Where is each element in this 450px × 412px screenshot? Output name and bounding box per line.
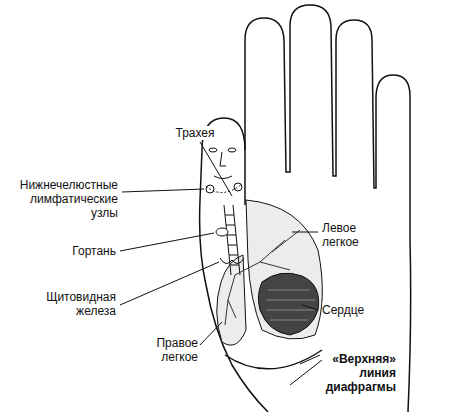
label-text: Трахея [175,126,214,140]
organ-label: Трахея [160,126,230,140]
organ-label: Щитовидная железа [14,290,116,318]
leader-line [300,355,320,364]
label-text: Щитовидная железа [46,290,116,318]
mouth [214,176,232,179]
heart [258,273,318,335]
trachea [224,205,240,275]
hand-outline [245,5,411,412]
leader-line [290,360,322,385]
leader-line [122,189,204,192]
leader-line [120,233,214,251]
nose [220,152,226,166]
leader-line [292,232,318,233]
eye [209,148,217,152]
right-lung [217,255,246,345]
label-text: Левое легкое [322,221,359,249]
organ-label: Правое легкое [126,336,198,364]
label-text: Нижнечелюстные лимфатические узлы [20,178,118,220]
label-text: Гортань [72,244,116,258]
heart-hatching [266,290,315,320]
eye [228,148,236,152]
organ-label: Сердце [322,303,392,317]
leader-line [302,305,318,310]
label-text: Правое легкое [156,336,198,364]
label-text: «Верхняя» линия диафрагмы [326,352,396,394]
jaw-line [206,184,242,193]
organ-label: Левое легкое [322,221,386,249]
label-text: Сердце [322,303,364,317]
left-lung [246,200,322,339]
lymph-node [234,183,242,191]
organ-label: Гортань [40,244,116,258]
thyroid [220,258,244,264]
leader-line [200,142,232,196]
organ-label: Нижнечелюстные лимфатические узлы [2,178,118,220]
larynx [216,228,228,236]
leader-line [200,322,222,345]
diaphragm-line [225,350,322,369]
trachea-rings [225,215,239,265]
diaphragm-label: «Верхняя» линия диафрагмы [300,352,396,394]
leader-line [120,262,219,305]
